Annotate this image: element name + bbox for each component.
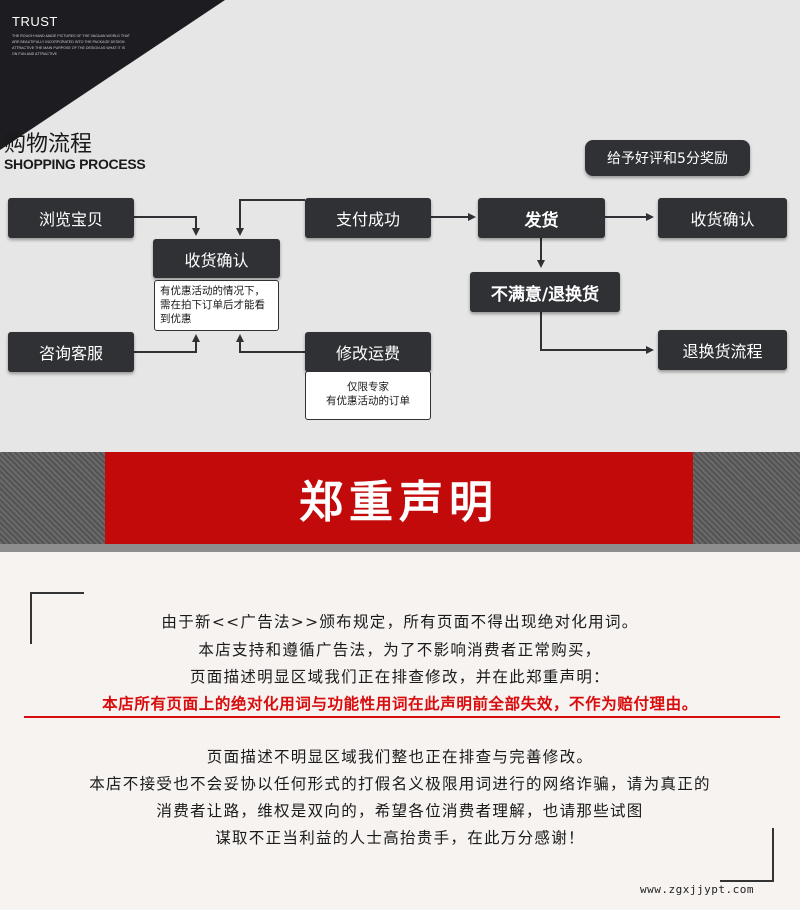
corner-bracket-bottom-right-v: [772, 828, 774, 881]
confirm-receipt-box: 收货确认: [153, 239, 280, 278]
banner-shadow: [0, 544, 800, 552]
confirm-receipt-note: 有优惠活动的情况下，需在拍下订单后才能看到优惠: [154, 280, 279, 331]
process-title-cn: 购物流程: [4, 132, 93, 157]
statement-line-5: 页面描述不明显区域我们整也正在排查与完善修改。: [206, 748, 594, 766]
process-title-en: SHOPPING PROCESS: [4, 156, 146, 172]
unsatisfied-return-box: 不满意/退换货: [470, 272, 620, 312]
arrow-unsatisfied-to-return: [540, 312, 654, 354]
modify-shipping-fee-box: 修改运费: [305, 332, 431, 372]
trust-description: THE ROUGH HAND-MADE PICTURES OF THE VAGU…: [12, 34, 130, 56]
statement-line-8: 谋取不正当利益的人士高抬贵手，在此万分感谢！: [215, 829, 585, 847]
receive-confirm-box: 收货确认: [658, 198, 787, 238]
arrow-pay-to-confirm: [236, 199, 305, 236]
corner-bracket-bottom-right-h: [720, 880, 774, 882]
statement-banner: 郑重声明: [0, 452, 800, 552]
statement-line-6: 本店不接受也不会妥协以任何形式的打假名义极限用词进行的网络诈骗，请为真正的: [89, 775, 711, 793]
statement-line-2: 本店支持和遵循广告法，为了不影响消费者正常购买，: [198, 641, 602, 659]
corner-bracket-top-left-h: [30, 592, 84, 594]
arrow-consult-to-confirm: [134, 334, 200, 353]
statement-line-3: 页面描述明显区域我们正在排查修改，并在此郑重声明：: [189, 668, 610, 686]
modify-note-line-1: 仅限专家: [347, 381, 389, 393]
corner-bracket-top-left-v: [30, 592, 32, 644]
statement-section: [0, 552, 800, 910]
arrow-browse-to-confirm: [134, 216, 200, 236]
reward-box: 给予好评和5分奖励: [585, 140, 750, 176]
consult-service-box: 咨询客服: [8, 332, 134, 372]
statement-line-7: 消费者让路，维权是双向的，希望各位消费者理解，也请那些试图: [156, 802, 644, 820]
payment-success-box: 支付成功: [305, 198, 431, 238]
browse-items-box: 浏览宝贝: [8, 198, 134, 238]
process-arrows: [134, 199, 654, 354]
trust-corner-triangle: [0, 0, 225, 150]
arrow-modify-to-confirm: [236, 334, 305, 353]
ship-box: 发货: [478, 198, 605, 238]
statement-line-4-red: 本店所有页面上的绝对化用词与功能性用词在此声明前全部失效，不作为赔付理由。: [102, 695, 698, 713]
red-underline: [24, 716, 780, 718]
site-watermark: www.zgxjjypt.com: [640, 883, 754, 896]
return-process-box: 退换货流程: [658, 330, 787, 370]
shopping-process-section: TRUST THE ROUGH HAND-MADE PICTURES OF TH…: [0, 0, 800, 452]
modify-note-line-2: 有优惠活动的订单: [326, 395, 410, 407]
banner-title: 郑重声明: [105, 452, 693, 544]
trust-title: TRUST: [12, 14, 58, 29]
modify-fee-note: 仅限专家 有优惠活动的订单: [305, 371, 431, 420]
statement-line-1: 由于新<<广告法>>颁布规定，所有页面不得出现绝对化用词。: [161, 613, 639, 631]
